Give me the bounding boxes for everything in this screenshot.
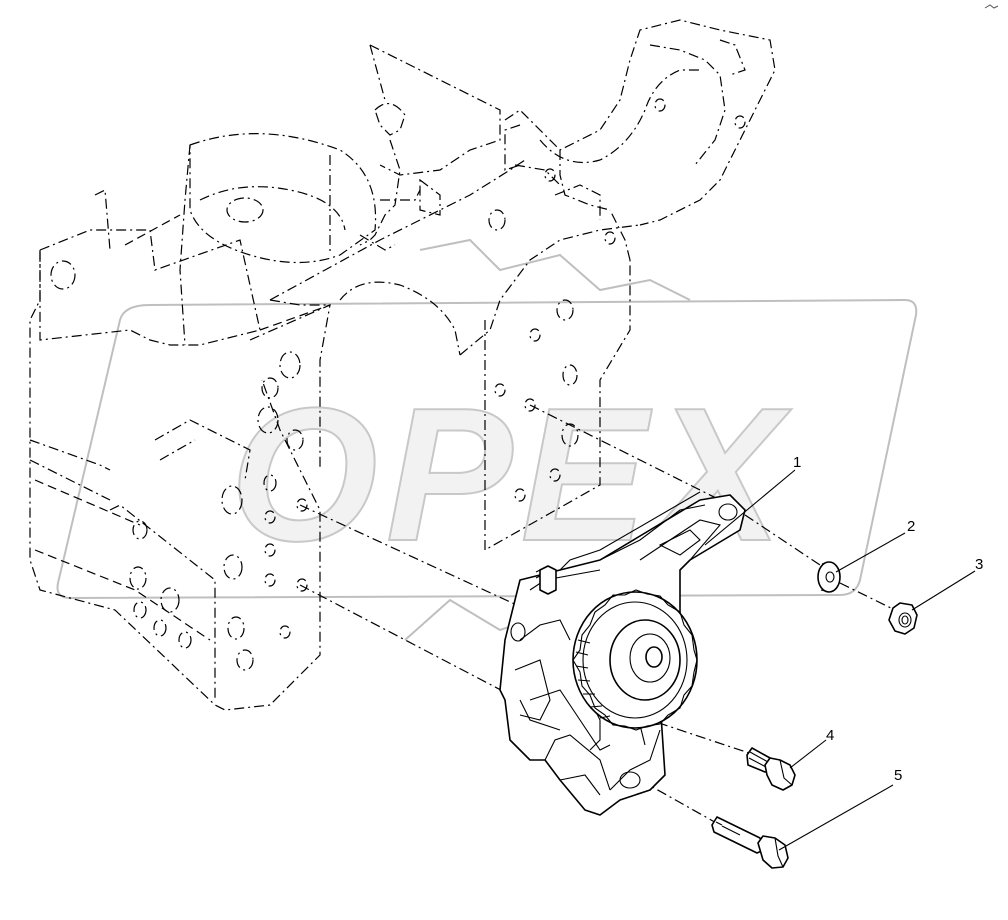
- washer-icon: [817, 561, 841, 593]
- watermark-logo: OPEX: [56, 238, 918, 661]
- hex-nut-icon: [888, 602, 918, 635]
- housing-bolt-holes: [50, 98, 746, 671]
- callout-4: 4: [826, 727, 834, 744]
- long-flange-bolt-icon: [711, 816, 789, 869]
- watermark-text: OPEX: [230, 369, 792, 581]
- callout-1: 1: [793, 454, 801, 471]
- corner-mark: [984, 4, 999, 9]
- callout-2: 2: [907, 518, 915, 535]
- callout-labels: 1 2 3 4 5: [793, 454, 983, 784]
- engine-block-housing: [29, 19, 776, 711]
- callout-5: 5: [894, 767, 902, 784]
- callout-3: 3: [975, 556, 983, 573]
- short-flange-bolt-icon: [746, 747, 796, 791]
- oil-pump-gear-assembly-icon: [499, 491, 746, 816]
- callout-leaders: [704, 469, 976, 851]
